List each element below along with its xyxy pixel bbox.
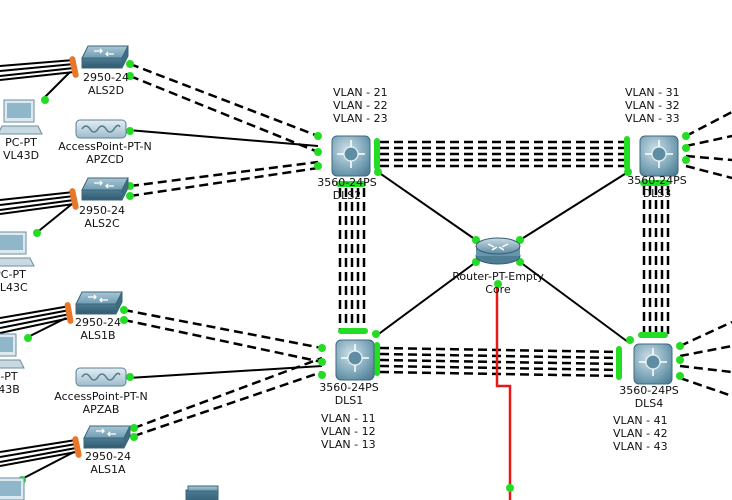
- vlan-line: VLAN - 22: [333, 99, 388, 112]
- apzab-name: APZAB: [82, 403, 120, 416]
- dls4-vlan-note: VLAN - 41 VLAN - 42 VLAN - 43: [613, 414, 668, 453]
- als2d-label: 2950-24 ALS2D: [78, 71, 134, 97]
- pc-vl43d-model: PC-PT: [5, 136, 37, 149]
- pc-icon: [0, 231, 35, 267]
- als1a-model: 2950-24: [85, 450, 131, 463]
- dls4-label: 3560-24PS DLS4: [616, 384, 682, 410]
- pc-vl43d[interactable]: [0, 99, 43, 135]
- als2c-name: ALS2C: [84, 217, 120, 230]
- dls2-model: 3560-24PS: [317, 176, 377, 189]
- wan-link[interactable]: [495, 284, 512, 500]
- dls1-name: DLS1: [334, 394, 364, 407]
- multilayer-switch-dls1[interactable]: [335, 339, 375, 381]
- pc-icon: [0, 99, 43, 135]
- dls2-name: DLS2: [332, 189, 362, 202]
- dls3-name: DLS3: [642, 187, 672, 200]
- pc-vl43c-label: PC-PT VL43C: [0, 268, 32, 294]
- vlan-line: VLAN - 31: [625, 86, 680, 99]
- vlan-line: VLAN - 21: [333, 86, 388, 99]
- als2d-model: 2950-24: [83, 71, 129, 84]
- vlan-line: VLAN - 33: [625, 112, 680, 125]
- apzcd-model: AccessPoint-PT-N: [58, 140, 152, 153]
- workgroup-switch-icon: [81, 177, 129, 201]
- pc-43b-name: 43B: [0, 383, 20, 396]
- dls3-vlan-note: VLAN - 31 VLAN - 32 VLAN - 33: [625, 86, 680, 125]
- multilayer-switch-dls3[interactable]: [639, 135, 679, 177]
- apzab-model: AccessPoint-PT-N: [54, 390, 148, 403]
- core-label: Router-PT-Empty Core: [446, 270, 550, 296]
- vlan-line: VLAN - 42: [613, 427, 668, 440]
- vlan-line: VLAN - 11: [321, 412, 376, 425]
- workgroup-switch-icon: [75, 291, 123, 315]
- vlan-line: VLAN - 41: [613, 414, 668, 427]
- dls2-label: 3560-24PS DLS2: [314, 176, 380, 202]
- pc-icon: [0, 333, 25, 369]
- workgroup-switch-icon: [83, 425, 131, 449]
- pc-partial-bottom[interactable]: [0, 477, 25, 500]
- access-point-apzcd[interactable]: [75, 119, 127, 139]
- core-links[interactable]: [375, 171, 629, 343]
- core-model: Router-PT-Empty: [452, 270, 544, 283]
- switch-partial-bottom[interactable]: [185, 485, 219, 500]
- multilayer-switch-dls4[interactable]: [633, 343, 673, 385]
- core-name: Core: [485, 283, 511, 296]
- vlan-line: VLAN - 12: [321, 425, 376, 438]
- pc-vl43d-name: VL43D: [2, 149, 40, 162]
- pc-vl43c[interactable]: [0, 231, 35, 267]
- access-point-apzab[interactable]: [75, 367, 127, 387]
- switch-als1a[interactable]: [83, 425, 131, 449]
- pc-vl43c-name: VL43C: [0, 281, 28, 294]
- als1b-model: 2950-24: [75, 316, 121, 329]
- switch-als2d[interactable]: [81, 45, 129, 69]
- als2c-label: 2950-24 ALS2C: [74, 204, 130, 230]
- multilayer-switch-icon: [639, 135, 679, 177]
- wireless-access-point-icon: [75, 119, 127, 139]
- multilayer-switch-icon: [633, 343, 673, 385]
- vlan-line: VLAN - 43: [613, 440, 668, 453]
- router-core[interactable]: [475, 237, 521, 265]
- wireless-access-point-icon: [75, 367, 127, 387]
- als2d-name: ALS2D: [87, 84, 125, 97]
- pc-43b[interactable]: [0, 333, 25, 369]
- multilayer-switch-dls2[interactable]: [331, 135, 371, 177]
- als2d-uplinks[interactable]: [123, 62, 732, 438]
- apzcd-label: AccessPoint-PT-N APZCD: [50, 140, 160, 166]
- router-icon: [475, 237, 521, 265]
- edge-host-links[interactable]: [0, 59, 77, 481]
- dls1-label: 3560-24PS DLS1: [316, 381, 382, 407]
- dls1-vlan-note: VLAN - 11 VLAN - 12 VLAN - 13: [321, 412, 376, 451]
- ap-links[interactable]: [127, 129, 323, 379]
- dls1-model: 3560-24PS: [319, 381, 379, 394]
- als1a-label: 2950-24 ALS1A: [80, 450, 136, 476]
- apzcd-name: APZCD: [86, 153, 124, 166]
- pc-43b-label: -PT 43B: [0, 370, 24, 396]
- vlan-line: VLAN - 23: [333, 112, 388, 125]
- dls4-model: 3560-24PS: [619, 384, 679, 397]
- workgroup-switch-icon: [81, 45, 129, 69]
- multilayer-switch-icon: [331, 135, 371, 177]
- pc-vl43c-model: PC-PT: [0, 268, 26, 281]
- dls2-vlan-note: VLAN - 21 VLAN - 22 VLAN - 23: [333, 86, 388, 125]
- vlan-line: VLAN - 13: [321, 438, 376, 451]
- dls4-name: DLS4: [634, 397, 664, 410]
- dls3-model: 3560-24PS: [627, 174, 687, 187]
- vlan-line: VLAN - 32: [625, 99, 680, 112]
- als1a-name: ALS1A: [90, 463, 126, 476]
- port-indicators: [18, 56, 690, 492]
- switch-als1b[interactable]: [75, 291, 123, 315]
- links-layer: [0, 59, 732, 500]
- als1b-label: 2950-24 ALS1B: [70, 316, 126, 342]
- dls3-label: 3560-24PS DLS3: [624, 174, 690, 200]
- apzab-label: AccessPoint-PT-N APZAB: [46, 390, 156, 416]
- multilayer-switch-icon: [335, 339, 375, 381]
- switch-als2c[interactable]: [81, 177, 129, 201]
- pc-vl43d-label: PC-PT VL43D: [0, 136, 42, 162]
- als1b-name: ALS1B: [80, 329, 116, 342]
- als2c-model: 2950-24: [79, 204, 125, 217]
- pc-43b-model: -PT: [0, 370, 18, 383]
